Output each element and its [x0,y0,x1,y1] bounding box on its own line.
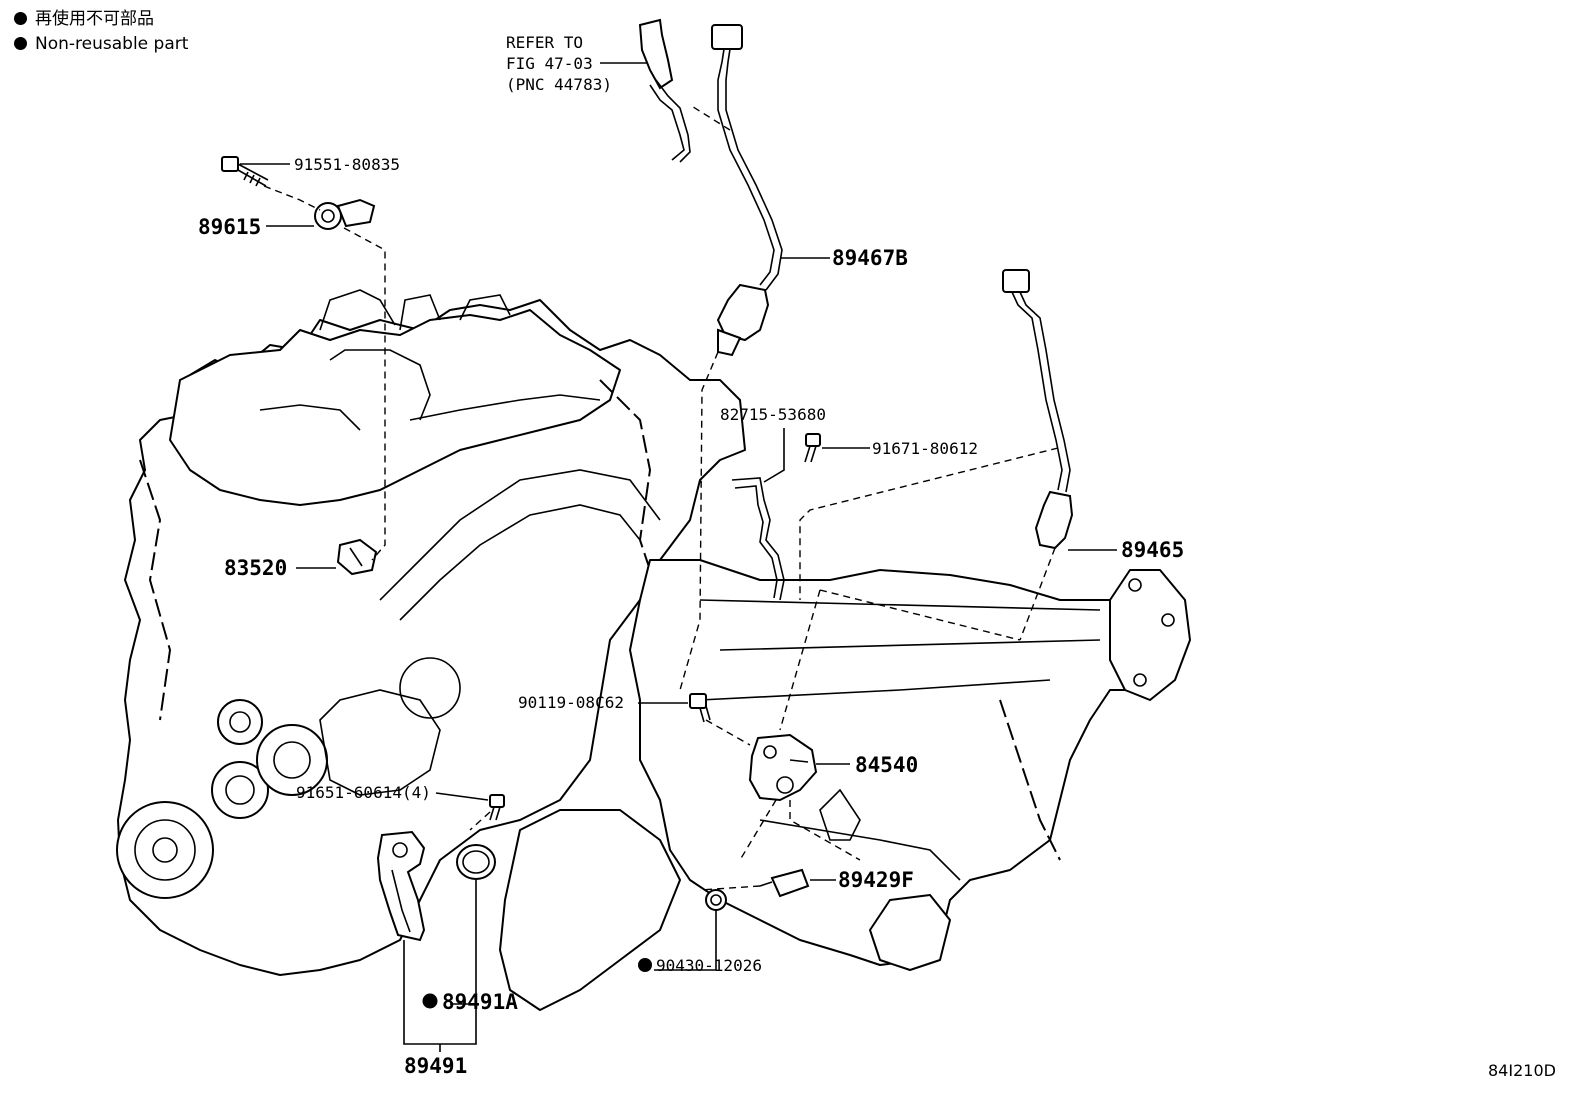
label-83520: 83520 [224,556,287,580]
sensor-89491-icon [376,830,496,942]
legend-japanese: 再使用不可部品 [14,8,154,30]
reference-line-1: REFER TO [506,33,583,52]
label-89491: 89491 [404,1054,467,1078]
bolt-90119-icon [689,693,711,723]
bracket-ref-icon [638,18,691,163]
dashed-leaders [263,104,1059,891]
legend-english-label: Non-reusable part [35,34,189,54]
non-reusable-dot-icon [638,958,652,972]
reference-line-3: (PNC 44783) [506,75,612,94]
knock-sensor-89615-icon [314,198,376,230]
oxygen-sensor-89465-icon [1002,269,1074,550]
label-89491a: 89491A [442,990,518,1014]
reference-line-2: FIG 47-03 [506,54,593,73]
leader-lines [240,62,1117,1052]
label-90430-12026: 90430-12026 [656,956,762,975]
oxygen-sensor-89467b-icon [711,24,783,357]
label-90119-08c62: 90119-08C62 [518,693,624,712]
label-89467b: 89467B [832,246,908,270]
label-91651-60614: 91651-60614(4) [296,783,431,802]
oil-pressure-switch-83520-icon [336,538,378,576]
non-reusable-dot-icon [14,37,27,50]
non-reusable-dot-icon [14,12,27,25]
transmission-outline [629,559,1191,971]
label-89465: 89465 [1121,538,1184,562]
label-82715-53680: 82715-53680 [720,405,826,424]
engine-outline [116,289,746,1011]
bolt-91551-icon [221,156,269,187]
neutral-switch-84540-icon [748,733,818,802]
label-91671-80612: 91671-80612 [872,439,978,458]
non-reusable-dot-icon [422,993,438,1009]
gasket-90430-icon [705,889,727,911]
temperature-sensor-89429f-icon [759,868,810,898]
legend-english: Non-reusable part [14,33,188,55]
labels: REFER TO FIG 47-03 (PNC 44783) 91551-808… [198,33,1556,1080]
label-89615: 89615 [198,215,261,239]
label-89429f: 89429F [838,868,914,892]
wire-clamp-82715-icon [731,477,785,601]
bolt-91651-icon [489,794,505,821]
legend-japanese-label: 再使用不可部品 [35,9,154,29]
bolt-91671-icon [804,433,821,463]
diagram-code: 84I210D [1488,1061,1556,1080]
label-91551-80835: 91551-80835 [294,155,400,174]
label-84540: 84540 [855,753,918,777]
